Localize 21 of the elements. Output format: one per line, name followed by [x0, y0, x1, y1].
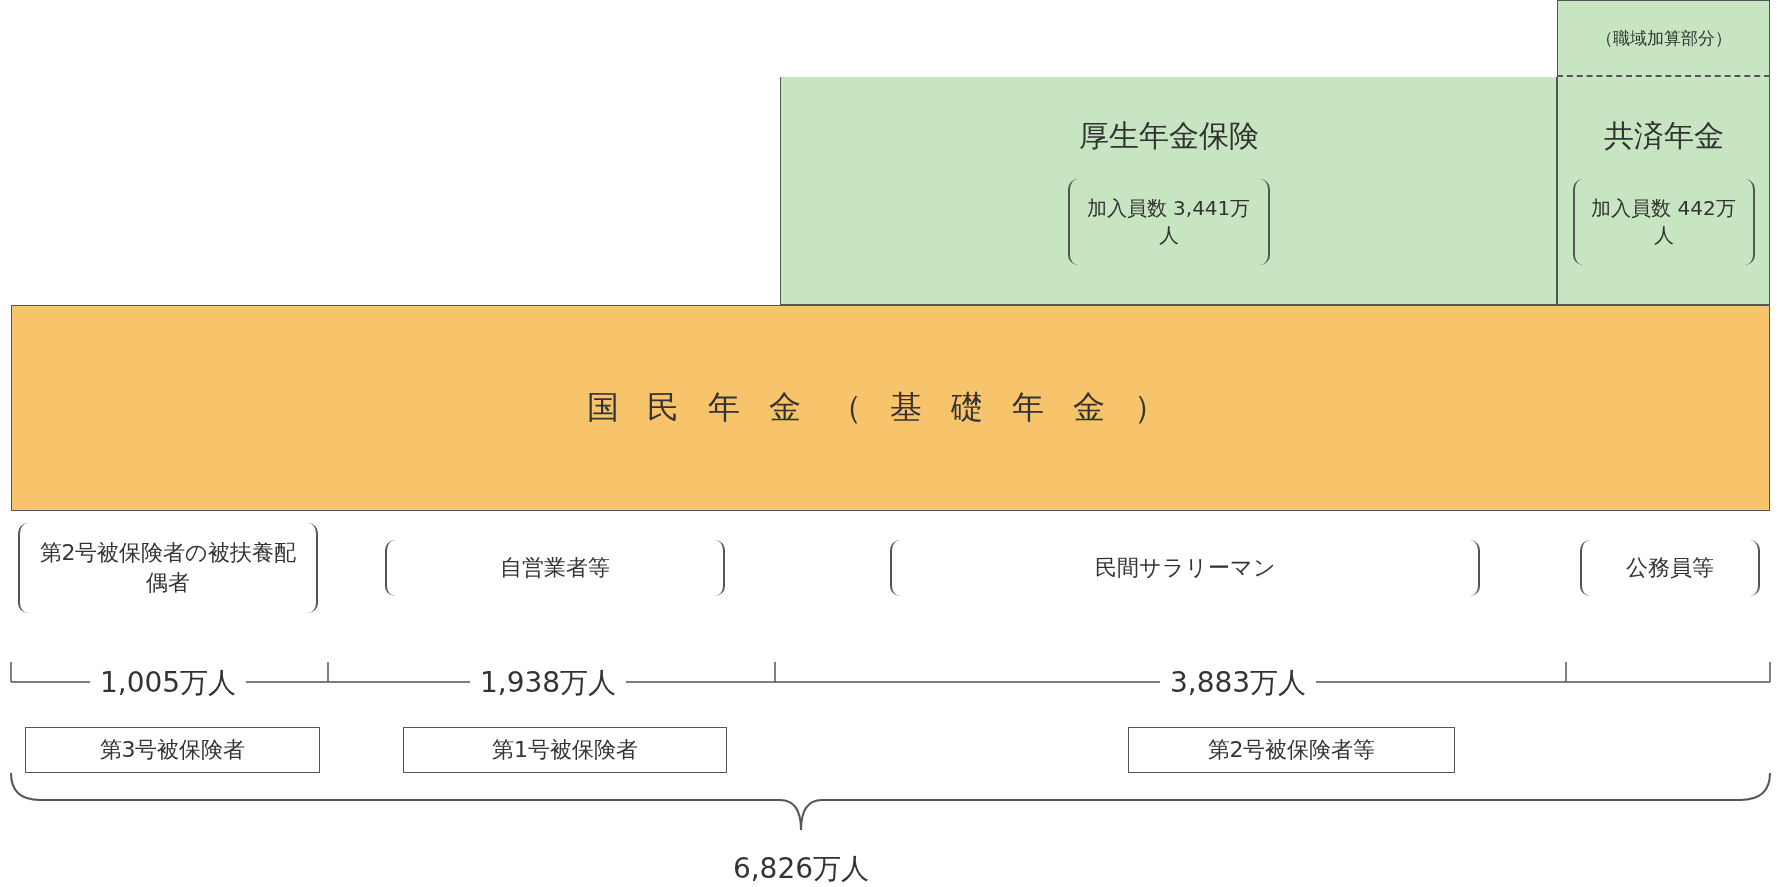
box-label: 第1号被保険者 — [492, 736, 638, 764]
bracketed-label: 第2号被保険者の被扶養配偶者 — [18, 523, 318, 613]
box-label: 第3号被保険者 — [99, 736, 246, 764]
box-label: （職域加算部分） — [1595, 26, 1732, 50]
box-section — [1557, 0, 1770, 77]
bracketed-label: 公務員等 — [1580, 540, 1760, 596]
pension-box — [780, 77, 1557, 305]
box-label: 第2号被保険者等 — [1207, 736, 1376, 764]
bracketed-label: 自営業者等 — [385, 540, 725, 596]
bracketed-label: 加入員数 3,441万人 — [1067, 179, 1270, 265]
category-box — [25, 727, 320, 773]
box-title: 厚生年金保険 — [1078, 117, 1259, 155]
bracketed-label: 加入員数 442万人 — [1572, 179, 1755, 265]
bracketed-label: 民間サラリーマン — [890, 540, 1480, 596]
box-title: 共済年金 — [1603, 117, 1724, 155]
pension-box — [1557, 77, 1770, 305]
pension-band — [11, 305, 1770, 511]
category-box — [1128, 727, 1455, 773]
total-label: 6,826万人 — [731, 851, 871, 886]
box-label: 国民年金（基礎年金） — [586, 387, 1195, 428]
category-box — [403, 727, 727, 773]
